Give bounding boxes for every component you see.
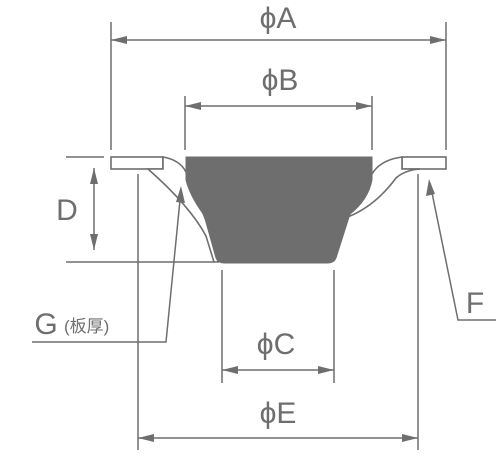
cup-body — [185, 156, 373, 264]
label-d: D — [56, 194, 78, 227]
flange-right — [401, 156, 447, 170]
leader-lines — [32, 179, 496, 343]
label-g-note: (板厚) — [64, 317, 109, 336]
dimension-lines — [90, 36, 446, 442]
shell-left — [145, 156, 219, 263]
leader-f — [429, 182, 496, 321]
label-g: G — [34, 308, 57, 341]
shell-right — [347, 156, 421, 218]
part-outline — [110, 156, 447, 264]
label-c: ϕC — [257, 328, 295, 361]
label-e: ϕE — [260, 397, 297, 430]
flange-left — [110, 156, 164, 170]
label-f: F — [466, 287, 484, 320]
label-b: ϕB — [262, 64, 299, 97]
label-a: ϕA — [260, 2, 297, 35]
leader-g — [32, 189, 182, 343]
extension-lines — [66, 22, 447, 450]
